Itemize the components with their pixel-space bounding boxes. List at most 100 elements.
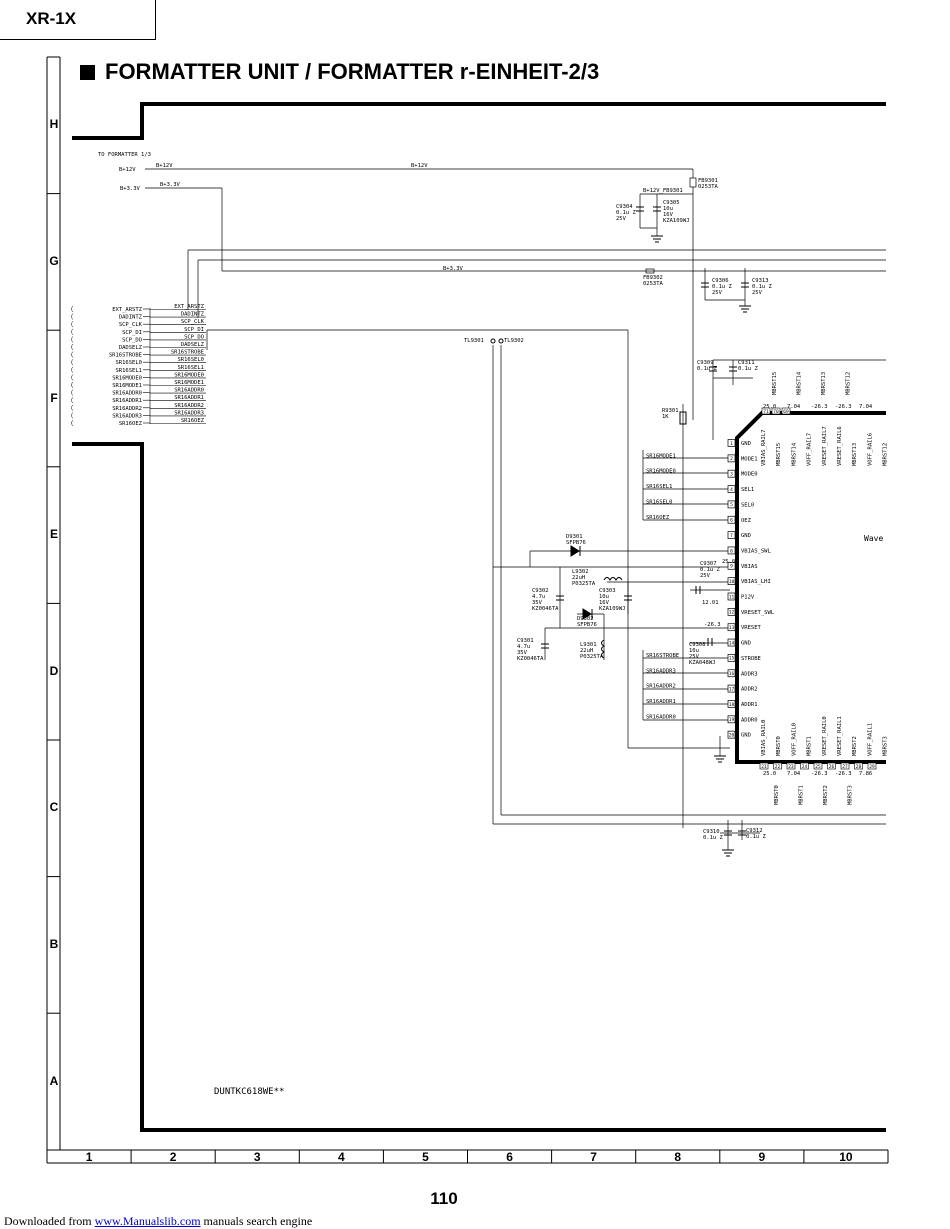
ic-pin-label: VRESET bbox=[741, 625, 762, 631]
ic-pin-number: 6 bbox=[730, 518, 733, 524]
component-label-c9311: C9311 bbox=[738, 360, 755, 366]
ic-top-pin-label: VRESET_RAIL6 bbox=[837, 426, 843, 466]
ic-bottom-net-label: MBRST2 bbox=[823, 785, 829, 805]
ic-pin-number: 12 bbox=[729, 610, 735, 616]
page-number: 110 bbox=[430, 1189, 458, 1208]
net-b12-mid: B+12V bbox=[411, 163, 428, 169]
left-signal-label: SCP_CLK bbox=[119, 322, 143, 328]
schematic-wires bbox=[145, 168, 886, 850]
left-signal-label: SR16ADDR1 bbox=[112, 398, 142, 404]
ic-pin-box bbox=[727, 623, 736, 632]
mid-signal-label: EXT_ARSTZ bbox=[174, 304, 204, 310]
ic-pin-number: 3 bbox=[730, 472, 733, 478]
ic-pin-net-label: SR16ADDR0 bbox=[646, 714, 676, 720]
manualslib-link[interactable]: www.Manualslib.com bbox=[94, 1214, 201, 1228]
component-label-c9302: C9302 bbox=[532, 588, 549, 594]
ic-pin-number: 8 bbox=[730, 548, 733, 554]
grid-column-4: 4 bbox=[338, 1150, 345, 1164]
mid-signal-label: SR16MODE1 bbox=[174, 380, 204, 386]
net-labels: TO FORMATTER 1/3 B+12V B+12V B+12V B+3.3… bbox=[98, 152, 883, 1097]
connector-mark bbox=[71, 419, 74, 427]
component-label-c9306: 0.1u Z bbox=[712, 284, 733, 290]
tl9302-label: TL9302 bbox=[504, 338, 524, 344]
component-label-c9305: 16V bbox=[663, 212, 674, 218]
ic-bottom-voltage: -26.3 bbox=[835, 771, 852, 777]
ic-bottom-pin-number: 25 bbox=[815, 764, 821, 770]
ic-bottom-pin-box bbox=[786, 762, 796, 770]
component-label-c9311: 0.1u Z bbox=[738, 366, 759, 372]
ic-pin-box bbox=[727, 515, 736, 524]
component-label-c9304: 25V bbox=[616, 216, 627, 222]
ic-bottom-pin-label: VRESET_RAIL0 bbox=[822, 716, 828, 756]
component-label-c9306: C9306 bbox=[712, 278, 729, 284]
ic-pin-label: VBIAS bbox=[741, 564, 758, 570]
ic-bottom-pin-box bbox=[813, 762, 823, 770]
connector-mark bbox=[71, 397, 74, 404]
component-label-c9309: 0.1u Z bbox=[697, 366, 718, 372]
ic-top-pin-number: 71 bbox=[763, 409, 769, 415]
ic-bottom-pin-label: VOFF_RAIL0 bbox=[791, 723, 797, 756]
ic-bottom-pin-box bbox=[867, 762, 877, 770]
net-b12-right: B+12V bbox=[156, 163, 173, 169]
grid-row-f: F bbox=[50, 390, 58, 405]
ic-pin-label: ADDR1 bbox=[741, 702, 758, 708]
component-label-c9305: C9305 bbox=[663, 200, 680, 206]
component-label-c9312: 0.1u Z bbox=[746, 834, 767, 840]
connector-mark bbox=[71, 366, 74, 373]
component-label-r9301: R9301 bbox=[662, 408, 679, 414]
page-title: FORMATTER UNIT / FORMATTER r-EINHEIT-2/3 bbox=[80, 59, 599, 85]
ic-top-pin-box bbox=[781, 407, 791, 415]
grid-column-8: 8 bbox=[674, 1150, 682, 1164]
model-tab: XR-1X bbox=[0, 0, 156, 40]
ic-pin-net-label: SR16ADDR3 bbox=[646, 668, 676, 674]
connector-mark bbox=[71, 359, 74, 366]
ic-pin-box bbox=[727, 715, 736, 724]
left-signal-labels: EXT_ARSTZDADINTZSCP_CLKSCP_DISCP_DODADSE… bbox=[71, 305, 151, 427]
grid-row-g: G bbox=[49, 253, 59, 268]
connector-mark bbox=[71, 404, 74, 411]
connector-mark bbox=[71, 389, 74, 396]
ic-pin-box bbox=[727, 638, 736, 647]
to-formatter-label: TO FORMATTER 1/3 bbox=[98, 152, 151, 158]
ic-pin-box bbox=[727, 469, 736, 478]
left-signal-label: SR16STROBE bbox=[109, 353, 142, 359]
component-label-c9307: 0.1u Z bbox=[700, 567, 721, 573]
component-label-fb9302: 0253TA bbox=[643, 281, 664, 287]
ic-pin-label: P12V bbox=[741, 595, 755, 601]
component-label-c9302: KZ0046TA bbox=[532, 606, 559, 612]
board-outline bbox=[72, 102, 886, 1132]
ic-pin-net-label: SR16OEZ bbox=[646, 515, 670, 521]
ic-bottom-pin-number: 24 bbox=[802, 764, 808, 770]
footer-suffix: manuals search engine bbox=[200, 1214, 313, 1228]
ic-pin-label: ADDR3 bbox=[741, 671, 758, 677]
component-label-d9301: D9301 bbox=[566, 534, 583, 540]
component-label-c9305: 10u bbox=[663, 206, 673, 212]
left-signal-label: SR16MODE1 bbox=[112, 383, 142, 389]
ic-bottom-pin-label: VRESET_RAIL1 bbox=[837, 716, 843, 756]
connector-mark bbox=[71, 321, 74, 328]
ic-bottom-voltage: -26.3 bbox=[811, 771, 828, 777]
component-label-c9313: C9313 bbox=[752, 278, 769, 284]
ic-pin-number: 7 bbox=[730, 533, 733, 539]
ic-pin-label: GND bbox=[741, 733, 751, 739]
grid-column-6: 6 bbox=[506, 1150, 513, 1164]
model-number: XR-1X bbox=[26, 9, 77, 28]
ic-top-pin-label: MBRST12 bbox=[883, 443, 889, 466]
mid-signal-label: SR16SEL0 bbox=[178, 357, 205, 363]
component-label-l9302: L9302 bbox=[572, 569, 589, 575]
connector-mark bbox=[71, 412, 74, 419]
connector-mark bbox=[71, 313, 74, 320]
ic-pin-number: 5 bbox=[730, 502, 733, 508]
grid-row-h: H bbox=[49, 117, 59, 132]
component-label-c9310: C9310 bbox=[703, 829, 720, 835]
ic-top-net-label: MBRST14 bbox=[797, 371, 803, 395]
component-label-c9302: 4.7u bbox=[532, 594, 545, 600]
grid-column-10: 10 bbox=[839, 1150, 853, 1164]
mid-signal-label: DADSELZ bbox=[181, 342, 205, 348]
component-label-c9305: KZA109WJ bbox=[663, 218, 690, 224]
component-label-fb9301: 0253TA bbox=[698, 184, 719, 190]
net-b33-right: B+3.3V bbox=[160, 182, 181, 188]
component-label-l9301: P0325TA bbox=[580, 654, 604, 660]
ic-top-pin-label: VOFF_RAIL7 bbox=[807, 433, 813, 466]
